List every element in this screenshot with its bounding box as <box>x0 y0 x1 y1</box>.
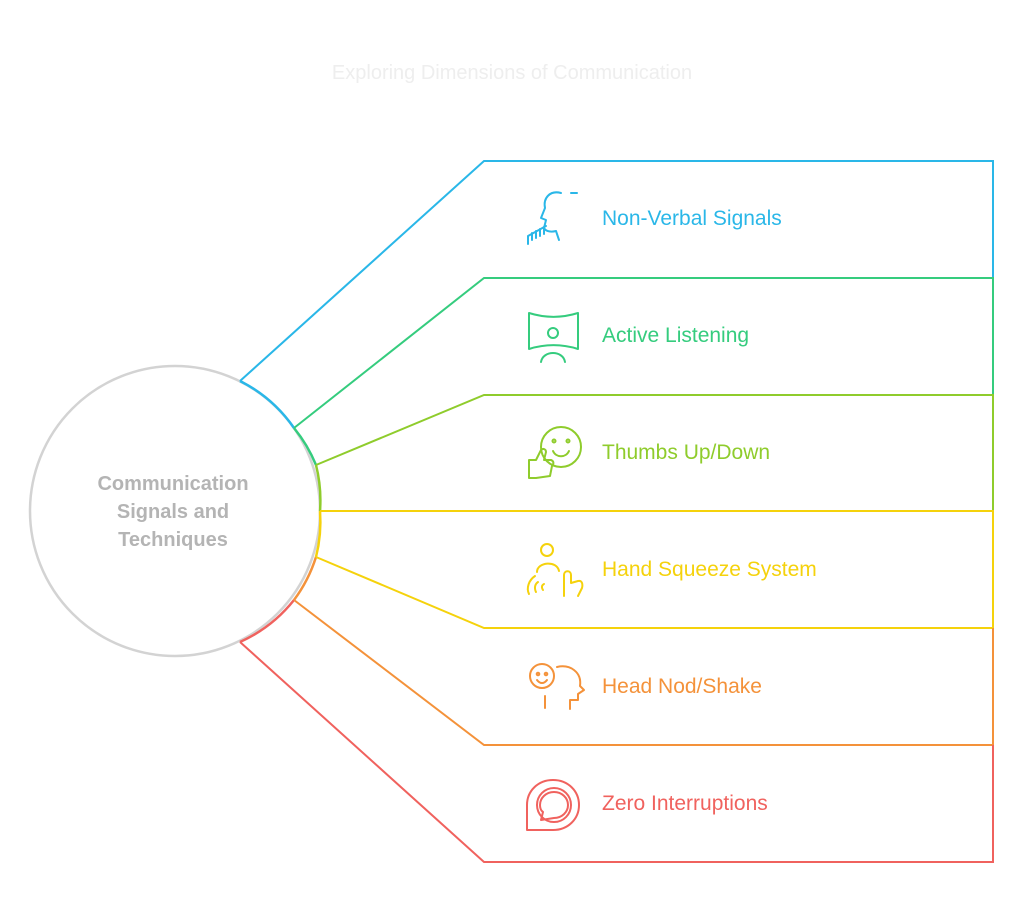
arc-thumbs <box>314 464 322 512</box>
arc-zero-interruptions <box>239 599 295 644</box>
arc-head-nod <box>292 556 318 601</box>
band-thumbs <box>315 394 994 511</box>
item-label-head-nod-shake: Head Nod/Shake <box>602 675 762 698</box>
item-label-non-verbal-signals: Non-Verbal Signals <box>602 207 782 230</box>
band-zero-interruptions <box>239 641 994 863</box>
hand-squeeze-icon <box>526 543 584 597</box>
center-label-line-2: Signals and <box>116 501 230 523</box>
diagram-title: Exploring Dimensions of Communication <box>331 62 693 84</box>
arc-non-verbal <box>239 379 296 429</box>
item-label-zero-interruptions: Zero Interruptions <box>602 792 768 815</box>
band-head-nod <box>293 599 994 746</box>
listener-screen-icon <box>528 312 579 363</box>
band-active-listening <box>293 277 994 429</box>
smiley-thumbs-up-icon <box>528 426 582 479</box>
chat-bubble-icon <box>526 779 580 831</box>
center-label: Communication Signals and Techniques <box>60 470 286 554</box>
band-non-verbal <box>239 160 994 382</box>
item-label-thumbs-up-down: Thumbs Up/Down <box>602 441 771 464</box>
speaking-hand-icon <box>527 191 578 245</box>
item-label-active-listening: Active Listening <box>602 324 750 347</box>
arc-active-listening <box>293 427 318 466</box>
head-nod-icon <box>529 663 585 710</box>
arc-hand-squeeze <box>314 510 322 558</box>
item-label-hand-squeeze-system: Hand Squeeze System <box>602 558 817 581</box>
center-label-line-1: Communication <box>97 473 249 495</box>
center-label-line-3: Techniques <box>118 529 228 551</box>
